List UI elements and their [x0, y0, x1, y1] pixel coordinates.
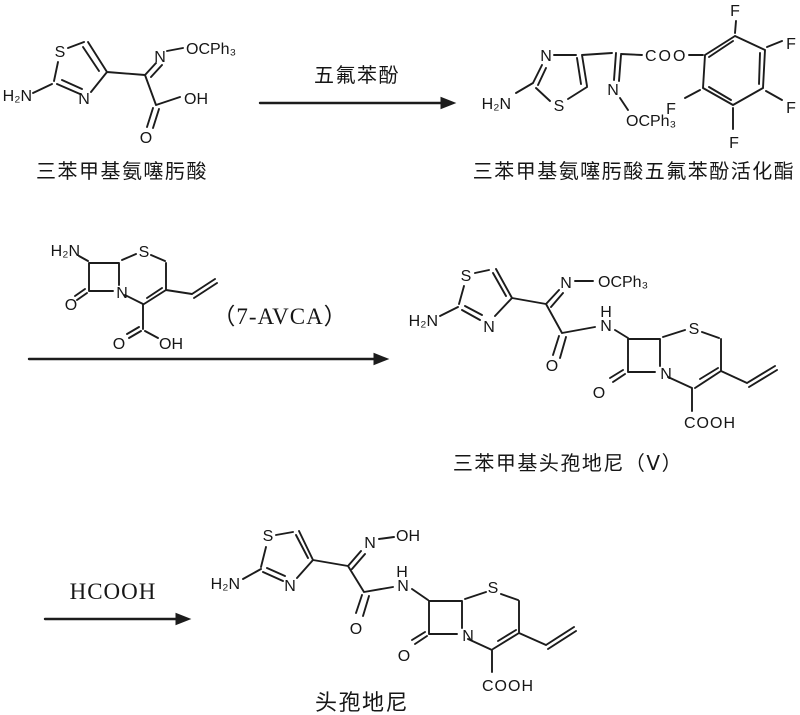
- bonds: [74, 253, 218, 339]
- structure-7avca: H₂N S N O O OH （7-AVCA）: [51, 243, 347, 353]
- fluorine-top-label: F: [730, 3, 740, 20]
- reaction-arrow-1: 五氟苯酚: [258, 63, 457, 110]
- bonds: [439, 268, 778, 412]
- ester-coo-label: COO: [645, 48, 687, 65]
- amide-n-label: N: [600, 318, 612, 335]
- amine-label: H₂N: [482, 96, 511, 113]
- structure-pentafluorophenyl-active-ester: H₂N N S N OCPh₃ COO F F F F F 三苯甲基氨噻肟酸五氟…: [473, 3, 796, 183]
- ring-n-label: N: [660, 366, 672, 383]
- fluorine-bottomright-label: F: [786, 100, 796, 117]
- structure-caption: 三苯甲基头孢地尼（V）: [453, 451, 683, 475]
- amine-label: H₂N: [3, 88, 32, 105]
- structure-tritylaminothiazole-oxime-acid: H₂N S N N OCPh₃ OH O 三苯甲基氨噻肟酸: [3, 41, 236, 183]
- oxime-n-label: N: [560, 275, 572, 292]
- fluorine-bottom-label: F: [729, 135, 739, 152]
- bonds: [515, 20, 783, 130]
- fluorine-topright-label: F: [786, 36, 796, 53]
- structure-caption: 头孢地尼: [315, 691, 409, 715]
- thiazole-s-label: S: [263, 528, 274, 545]
- bonds: [242, 530, 577, 673]
- arrowhead-icon: [440, 96, 457, 110]
- amide-o-label: O: [350, 621, 362, 638]
- oxime-n-label: N: [154, 49, 166, 66]
- structure-cefdinir: H₂N S N N OH O H N O N S COOH 头孢地尼: [211, 528, 577, 715]
- ring-s-label: S: [139, 244, 150, 261]
- amine-label: H₂N: [409, 313, 438, 330]
- amide-o-label: O: [546, 358, 558, 375]
- arrowhead-icon: [175, 612, 192, 626]
- ring-n-label: N: [462, 628, 474, 645]
- structure-caption: 三苯甲基氨噻肟酸五氟苯酚活化酯: [473, 159, 796, 183]
- acid-oh-label: OH: [159, 336, 183, 353]
- acid-oh-label: OH: [184, 91, 208, 108]
- oxime-oh-label: OH: [396, 528, 420, 545]
- thiazole-n-label: N: [78, 91, 90, 108]
- trityloxy-label: OCPh₃: [186, 41, 236, 58]
- arrow-reagent-label: 五氟苯酚: [314, 63, 400, 87]
- arrowhead-icon: [373, 352, 390, 366]
- structure-caption: 三苯甲基氨噻肟酸: [36, 159, 208, 183]
- ring-n-label: N: [116, 285, 128, 302]
- fluorine-bottomleft-label: F: [666, 101, 676, 118]
- bonds: [32, 41, 184, 129]
- lactam-o-label: O: [65, 297, 77, 314]
- ring-s-label: S: [689, 321, 700, 338]
- acid-o-label: O: [113, 336, 125, 353]
- amine-label: H₂N: [51, 243, 80, 260]
- oxime-n-label: N: [364, 535, 376, 552]
- trityloxy-label: OCPh₃: [626, 113, 676, 130]
- thiazole-s-label: S: [554, 98, 565, 115]
- trityloxy-label: OCPh₃: [598, 274, 648, 291]
- lactam-o-label: O: [593, 385, 605, 402]
- acid-cooh-label: COOH: [482, 678, 534, 695]
- amide-n-label: N: [397, 578, 409, 595]
- acid-cooh-label: COOH: [684, 415, 736, 432]
- reaction-arrow-3: HCOOH: [43, 579, 192, 626]
- acid-o-label: O: [140, 130, 152, 147]
- amide-h-label: H: [396, 564, 408, 581]
- thiazole-n-label: N: [540, 48, 552, 65]
- amide-h-label: H: [600, 304, 612, 321]
- structure-trityl-cefdinir: H₂N S N N OCPh₃ O H N O N S COOH 三苯甲基头孢地…: [409, 268, 778, 475]
- ring-s-label: S: [488, 580, 499, 597]
- thiazole-n-label: N: [284, 578, 296, 595]
- thiazole-n-label: N: [483, 319, 495, 336]
- thiazole-s-label: S: [461, 268, 472, 285]
- oxime-n-label: N: [607, 82, 619, 99]
- amine-label: H₂N: [211, 576, 240, 593]
- reaction-arrow-2: [27, 352, 390, 366]
- thiazole-s-label: S: [55, 44, 66, 61]
- lactam-o-label: O: [398, 648, 410, 665]
- reagent-caption: （7-AVCA）: [212, 304, 347, 329]
- arrow-reagent-label: HCOOH: [70, 579, 157, 604]
